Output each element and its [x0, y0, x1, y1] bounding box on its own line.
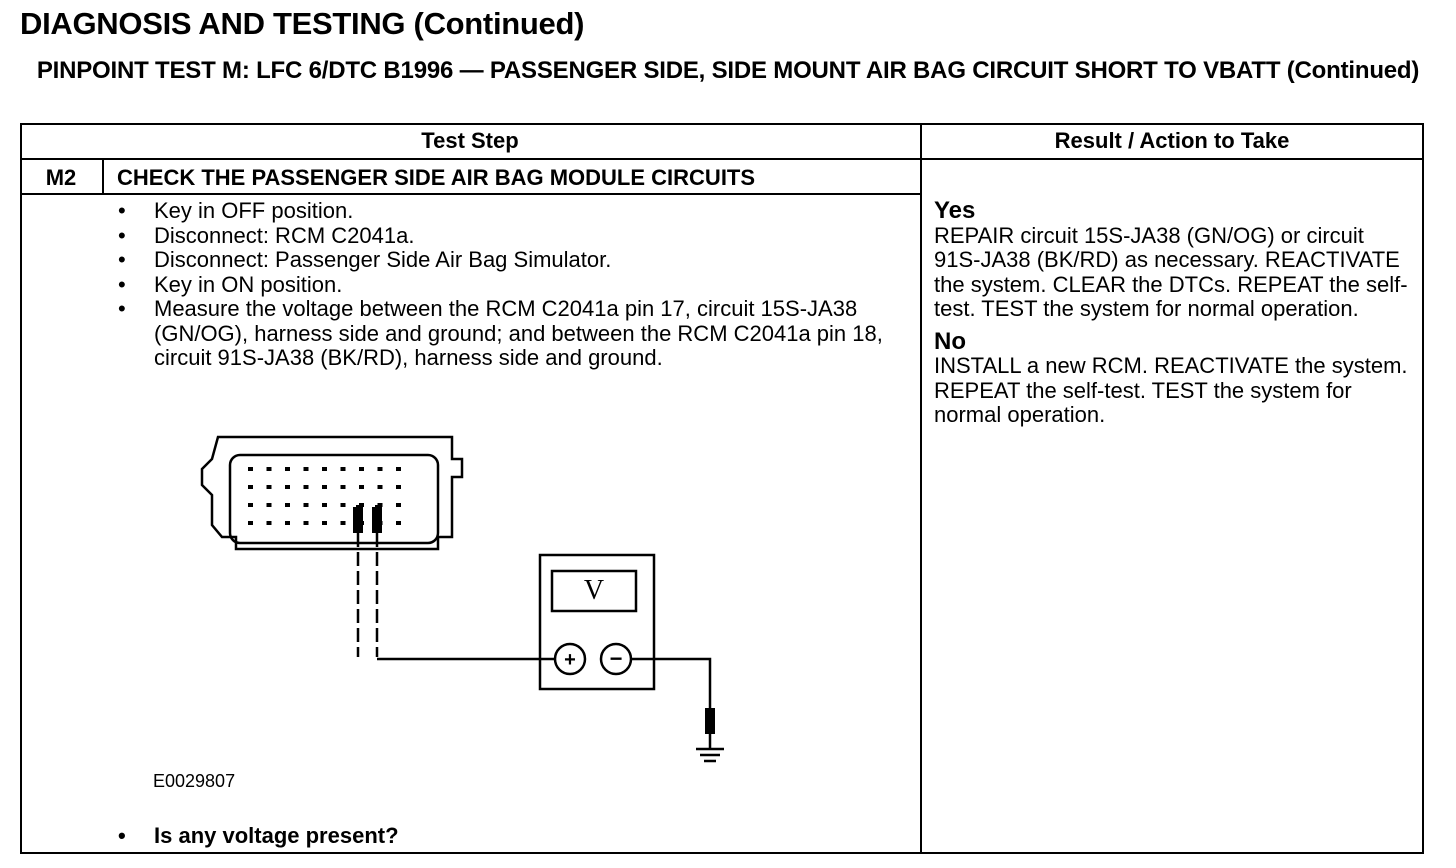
header-result: Result / Action to Take — [1054, 128, 1290, 153]
connector-pin — [340, 485, 346, 489]
header-test-step: Test Step — [421, 128, 519, 153]
pinpoint-table — [20, 123, 1424, 854]
instruction-item: Key in OFF position. — [110, 198, 910, 224]
connector-pin — [359, 503, 364, 507]
test-leads — [356, 533, 712, 710]
test-title: PINPOINT TEST M: LFC 6/DTC B1996 — PASSE… — [36, 57, 1420, 84]
connector-pin — [248, 503, 253, 507]
connector-pin — [303, 467, 309, 471]
probe-icon — [353, 505, 382, 533]
connector-pin — [396, 521, 401, 525]
connector-pin — [377, 503, 383, 507]
connector-pin — [266, 485, 272, 489]
connector-pin — [359, 485, 364, 489]
connector-pin — [377, 467, 383, 471]
connector-pin — [266, 467, 272, 471]
connector-pin — [303, 485, 309, 489]
result-yes-text: REPAIR circuit 15S-JA38 (GN/OG) or circu… — [934, 222, 1408, 321]
connector-pin — [285, 467, 290, 471]
result-no-text: INSTALL a new RCM. REACTIVATE the system… — [934, 353, 1408, 427]
connector-pin — [359, 467, 364, 471]
connector-pin — [322, 503, 327, 507]
step-title-divider — [20, 193, 922, 195]
connector-icon — [200, 435, 464, 551]
test-question: Is any voltage present? — [110, 823, 399, 849]
result-actions: Yes REPAIR circuit 15S-JA38 (GN/OG) or c… — [934, 197, 1414, 436]
minus-terminal: − — [610, 646, 623, 671]
step-title: CHECK THE PASSENGER SIDE AIR BAG MODULE … — [117, 165, 756, 190]
page-title: DIAGNOSIS AND TESTING (Continued) — [20, 6, 585, 41]
connector-pin — [322, 485, 327, 489]
instruction-item: Measure the voltage between the RCM C204… — [110, 296, 889, 371]
ground-icon — [696, 708, 724, 763]
result-yes-label: Yes — [934, 197, 976, 224]
connector-pin — [248, 485, 253, 489]
connector-pin — [340, 467, 346, 471]
step-instructions: Key in OFF position. Disconnect: RCM C20… — [110, 198, 910, 371]
connector-pin — [266, 503, 272, 507]
connector-pin — [248, 521, 253, 525]
figure-id: E0029807 — [153, 771, 236, 791]
meter-symbol: V — [584, 575, 604, 606]
connector-pin — [396, 503, 401, 507]
instruction-item: Key in ON position. — [110, 272, 910, 298]
connector-pin — [303, 503, 309, 507]
connector-pin — [340, 503, 346, 507]
instruction-item: Disconnect: Passenger Side Air Bag Simul… — [110, 247, 910, 273]
connector-pin — [285, 485, 290, 489]
voltmeter-connector-diagram: V + − — [200, 435, 724, 763]
connector-pin — [266, 521, 272, 525]
connector-pin — [396, 467, 401, 471]
connector-pin — [285, 521, 290, 525]
result-no-label: No — [934, 327, 966, 355]
connector-pin — [396, 485, 401, 489]
connector-pin — [285, 503, 290, 507]
column-divider — [920, 123, 922, 854]
connector-pin — [248, 467, 253, 471]
step-id-divider — [102, 158, 104, 194]
voltmeter-icon — [538, 553, 656, 691]
connector-pin — [377, 485, 383, 489]
instruction-item: Disconnect: RCM C2041a. — [110, 223, 910, 249]
connector-pin — [322, 521, 327, 525]
connector-pin — [303, 521, 309, 525]
header-divider — [20, 158, 1424, 160]
connector-pin — [322, 467, 327, 471]
plus-terminal: + — [564, 649, 576, 671]
connector-pin — [340, 521, 346, 525]
step-id: M2 — [45, 165, 77, 190]
